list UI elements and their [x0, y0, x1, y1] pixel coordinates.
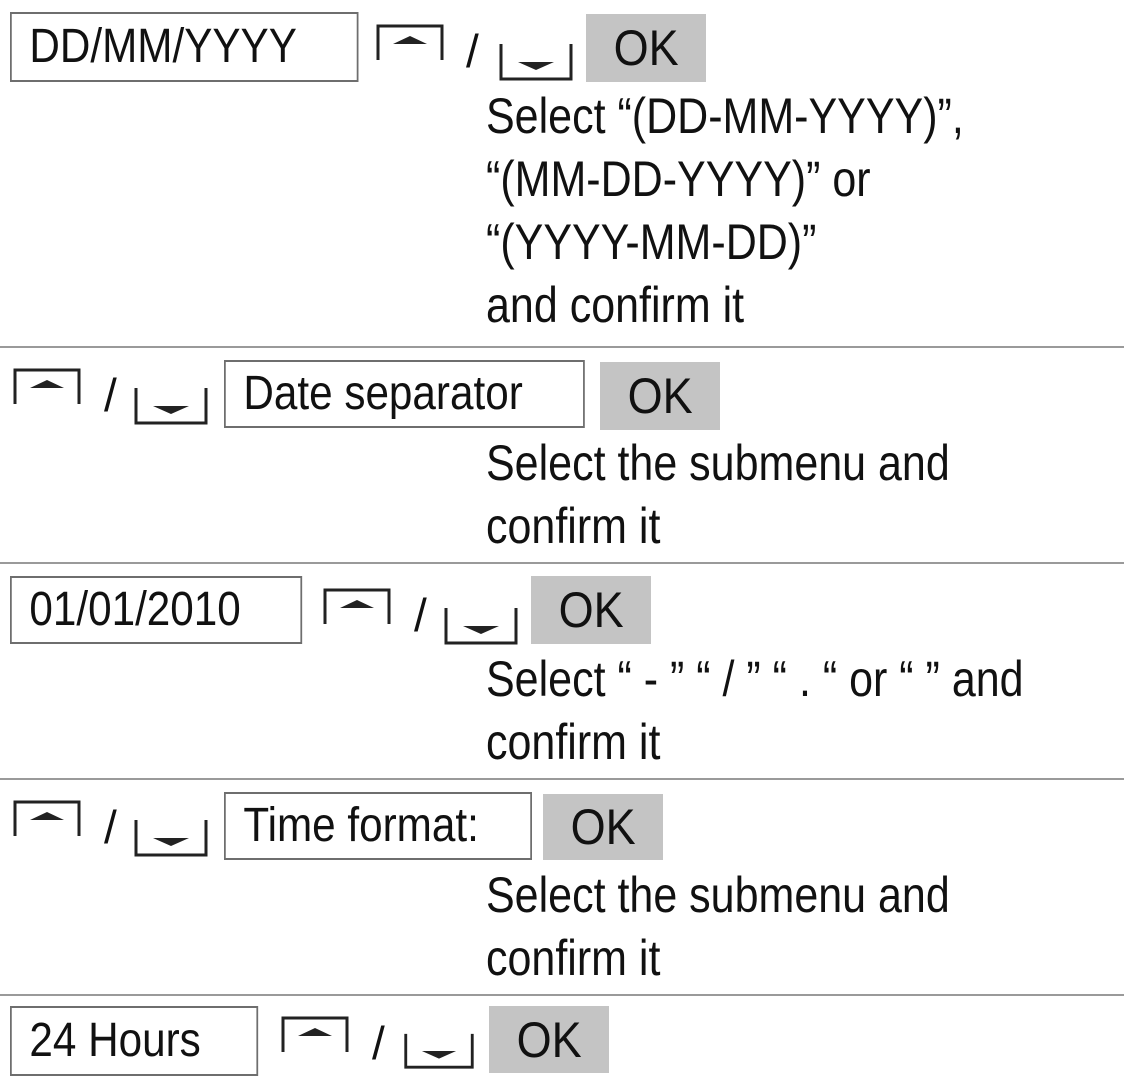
arrow-up-icon: [13, 800, 81, 836]
ok-button: OK: [543, 794, 663, 860]
arrow-down-icon: [444, 608, 518, 645]
step-description: Select “(DD-MM-YYYY)”, “(MM-DD-YYYY)” or…: [486, 88, 964, 333]
arrow-down-icon: [134, 388, 208, 425]
arrow-down-icon: [404, 1033, 474, 1069]
separator-slash: /: [414, 589, 427, 641]
divider: [0, 346, 1124, 348]
arrow-down-icon: [499, 44, 573, 81]
date-format-field: DD/MM/YYYY: [10, 12, 359, 82]
date-value-field: 01/01/2010: [10, 576, 303, 644]
divider: [0, 994, 1124, 996]
step-description: Select the submenu and confirm it: [486, 435, 950, 554]
ok-button: OK: [600, 362, 720, 430]
separator-slash: /: [104, 369, 117, 421]
separator-slash: /: [372, 1017, 385, 1069]
ok-button: OK: [586, 14, 706, 82]
time-format-value-field: 24 Hours: [10, 1006, 259, 1076]
arrow-up-icon: [376, 24, 444, 60]
separator-slash: /: [104, 801, 117, 853]
divider: [0, 562, 1124, 564]
date-separator-menu-item: Date separator: [224, 360, 585, 428]
ok-button: OK: [531, 576, 651, 644]
divider: [0, 778, 1124, 780]
arrow-down-icon: [134, 820, 208, 857]
time-format-menu-item: Time format:: [224, 792, 532, 860]
arrow-up-icon: [281, 1016, 349, 1052]
step-description: Select the submenu and confirm it: [486, 867, 950, 986]
ok-button: OK: [489, 1006, 609, 1073]
separator-slash: /: [466, 25, 479, 77]
arrow-up-icon: [323, 588, 391, 624]
step-description: Select “ - ” “ / ” “ . “ or “ ” and conf…: [486, 651, 1024, 770]
arrow-up-icon: [13, 368, 81, 404]
